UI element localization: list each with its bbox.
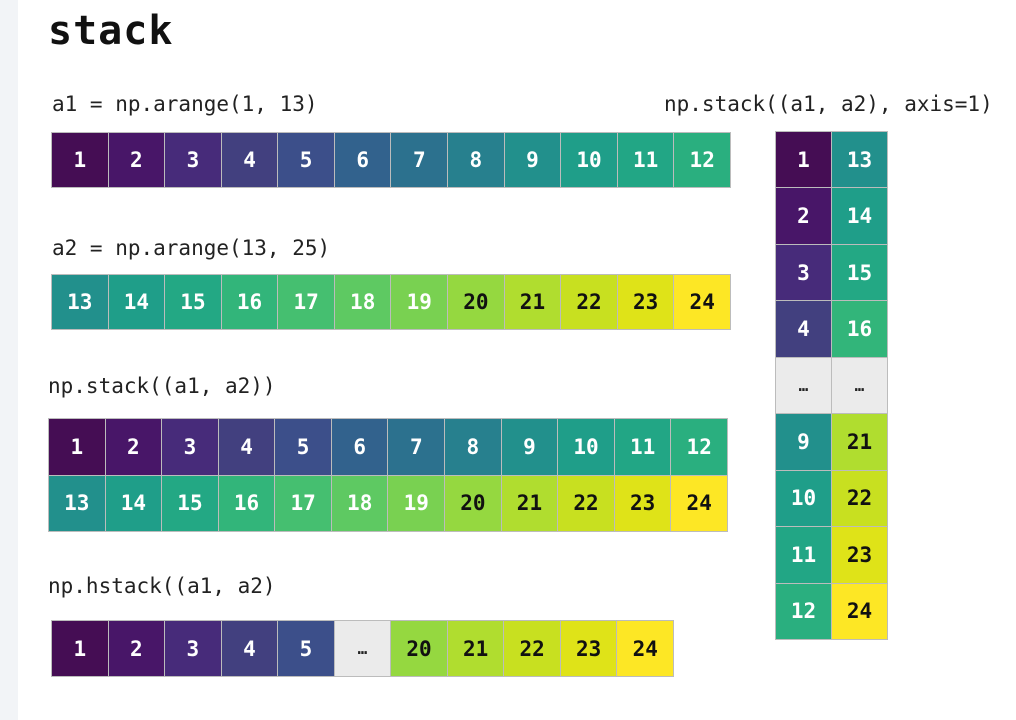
array-cell: 17 xyxy=(278,275,334,329)
array-cell: 8 xyxy=(445,419,501,475)
array-cell: 9 xyxy=(776,414,831,470)
array-cell: 23 xyxy=(560,621,617,676)
array-cell: 22 xyxy=(832,470,887,527)
array-cell: 10 xyxy=(558,419,614,475)
array-cell: 6 xyxy=(331,419,388,475)
array-cell: 10 xyxy=(561,133,617,187)
code-a1: a1 = np.arange(1, 13) xyxy=(52,92,318,116)
array-cell: 12 xyxy=(671,419,727,475)
array-cell: 3 xyxy=(162,419,218,475)
array-cell: 2 xyxy=(776,188,831,244)
array-cell: 10 xyxy=(776,470,831,527)
array-cell: 6 xyxy=(334,133,391,187)
array-cell: 5 xyxy=(278,133,334,187)
array-cell: 3 xyxy=(165,621,221,676)
page-title: stack xyxy=(48,8,174,54)
array-cell: 14 xyxy=(832,188,887,244)
array-cell: 4 xyxy=(776,301,831,357)
array-cell: 21 xyxy=(501,475,558,531)
array-cell: 4 xyxy=(221,621,278,676)
array-cell: 13 xyxy=(52,275,108,329)
code-a2: a2 = np.arange(13, 25) xyxy=(52,236,331,260)
array-cell: 20 xyxy=(445,475,501,531)
array-cell: 22 xyxy=(504,621,560,676)
array-cell: 4 xyxy=(218,419,275,475)
array-cell: 18 xyxy=(331,475,388,531)
array-cell: 24 xyxy=(674,275,730,329)
array-cell: 2 xyxy=(108,621,165,676)
array-cell: … xyxy=(334,621,391,676)
array-cell: 14 xyxy=(105,475,162,531)
array-cell: 2 xyxy=(105,419,162,475)
code-hstack: np.hstack((a1, a2) xyxy=(48,574,276,598)
array-cell: 9 xyxy=(501,419,558,475)
array-cell: 1 xyxy=(52,621,108,676)
array-cell: 18 xyxy=(334,275,391,329)
code-stack: np.stack((a1, a2)) xyxy=(48,374,276,398)
array-cell: 16 xyxy=(218,475,275,531)
array-cell: 15 xyxy=(162,475,218,531)
array-cell: 1 xyxy=(52,133,108,187)
array-cell: 1 xyxy=(49,419,105,475)
array-cell: 16 xyxy=(832,301,887,357)
array-cell: 20 xyxy=(391,621,447,676)
array-cell: 23 xyxy=(617,275,674,329)
array-cell: 21 xyxy=(447,621,504,676)
array-cell: 11 xyxy=(776,527,831,583)
array-cell: 16 xyxy=(221,275,278,329)
array-cell: 12 xyxy=(776,583,831,639)
array-cell: 13 xyxy=(49,475,105,531)
array-cell: 21 xyxy=(504,275,561,329)
array-cell: 24 xyxy=(671,475,727,531)
array-cell: 22 xyxy=(558,475,614,531)
array-cell: 7 xyxy=(391,133,448,187)
array-cell: 7 xyxy=(388,419,445,475)
array-cell: 3 xyxy=(776,244,831,301)
array-cell: 9 xyxy=(504,133,561,187)
array-cell: 1 xyxy=(776,132,831,188)
array-cell: 15 xyxy=(165,275,221,329)
array-cell: 21 xyxy=(832,414,887,470)
array-cell: 11 xyxy=(617,133,674,187)
array-cell: … xyxy=(776,357,831,414)
array-cell: 24 xyxy=(617,621,673,676)
array-cell: 23 xyxy=(832,527,887,583)
array-cell: 12 xyxy=(674,133,730,187)
array-cell: 22 xyxy=(561,275,617,329)
array-cell: 15 xyxy=(832,244,887,301)
array-cell: 11 xyxy=(614,419,671,475)
array-cell: 3 xyxy=(165,133,221,187)
array-cell: 5 xyxy=(278,621,334,676)
array-cell: 17 xyxy=(275,475,331,531)
array-cell: … xyxy=(832,357,887,414)
array-cell: 8 xyxy=(448,133,504,187)
array-cell: 14 xyxy=(108,275,165,329)
array-cell: 2 xyxy=(108,133,165,187)
array-cell: 13 xyxy=(832,132,887,188)
left-edge-strip xyxy=(0,0,18,720)
array-cell: 19 xyxy=(391,275,448,329)
array-cell: 24 xyxy=(832,583,887,639)
array-cell: 19 xyxy=(388,475,445,531)
array-cell: 23 xyxy=(614,475,671,531)
array-cell: 5 xyxy=(275,419,331,475)
array-cell: 20 xyxy=(448,275,504,329)
array-cell: 4 xyxy=(221,133,278,187)
code-stack-axis1: np.stack((a1, a2), axis=1) xyxy=(664,92,993,116)
